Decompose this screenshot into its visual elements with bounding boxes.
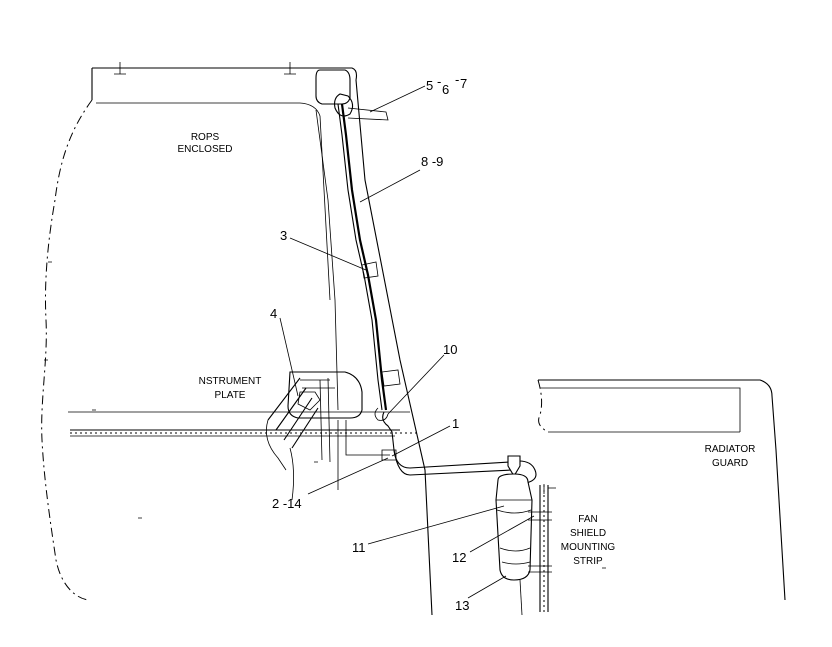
- callout-7: 7: [460, 76, 467, 91]
- dash-6-7: -: [455, 72, 459, 87]
- callout-3: 3: [280, 228, 287, 243]
- callout-10: 10: [443, 342, 457, 357]
- rops-label-line1: ROPS: [191, 132, 220, 143]
- scatter-marks: [44, 261, 606, 569]
- callout-5: 5: [426, 78, 433, 93]
- callout-8-9: 8 -9: [421, 154, 443, 169]
- washer-line: [334, 93, 537, 485]
- rops-cab-outline: [41, 62, 433, 616]
- leader-lines: [279, 85, 535, 599]
- fan-shield-label-line4: STRIP: [573, 556, 603, 567]
- radiator-guard-label-line2: GUARD: [712, 458, 748, 469]
- fan-shield-mounting-strip: [528, 484, 556, 612]
- callout-2-14: 2 -14: [272, 496, 302, 511]
- instrument-plate-label-line1: NSTRUMENT: [199, 376, 262, 387]
- washer-reservoir: [495, 455, 533, 616]
- radiator-guard: [537, 379, 786, 601]
- instrument-plate: [265, 371, 363, 501]
- callout-11: 11: [352, 540, 366, 555]
- callout-12: 12: [452, 550, 466, 565]
- fan-shield-label-line1: FAN: [578, 514, 597, 525]
- rops-label-line2: ENCLOSED: [177, 144, 232, 155]
- fan-shield-label-line3: MOUNTING: [561, 542, 616, 553]
- callout-6: 6: [442, 82, 449, 97]
- fan-shield-label-line2: SHIELD: [570, 528, 606, 539]
- instrument-plate-label-line2: PLATE: [215, 390, 246, 401]
- dash-5-6: -: [437, 74, 441, 89]
- callout-13: 13: [455, 598, 469, 613]
- callout-4: 4: [270, 306, 277, 321]
- callout-1: 1: [452, 416, 459, 431]
- radiator-guard-label-line1: RADIATOR: [705, 444, 756, 455]
